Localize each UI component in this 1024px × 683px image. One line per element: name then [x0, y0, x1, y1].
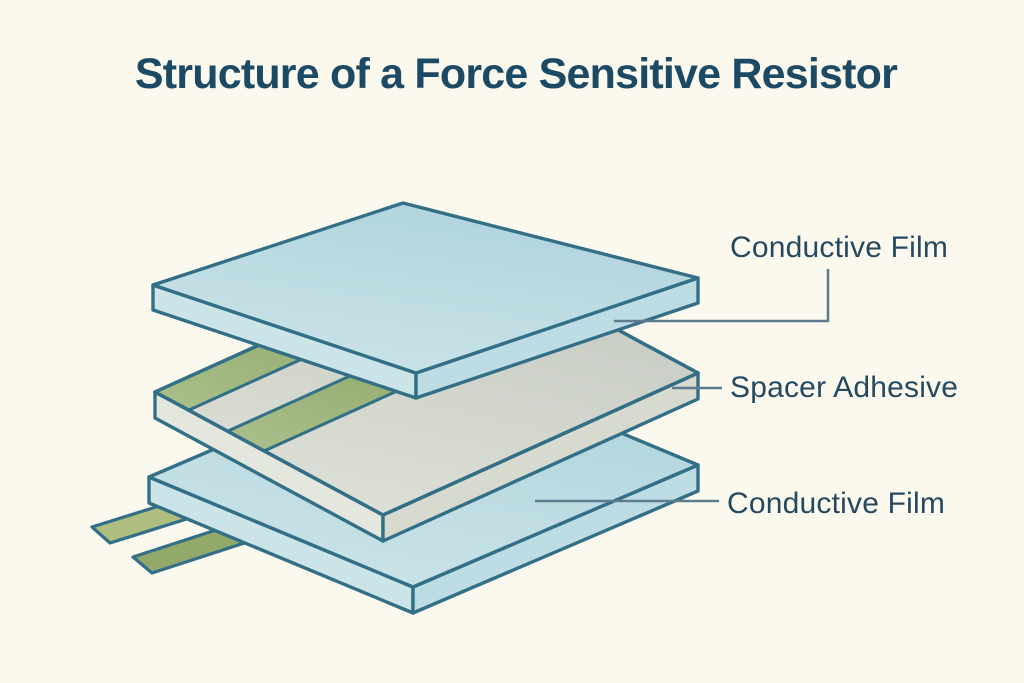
label-conductive-film-top: Conductive Film: [730, 231, 948, 264]
diagram-title: Structure of a Force Sensitive Resistor: [135, 50, 898, 98]
label-conductive-film-bottom: Conductive Film: [727, 487, 945, 520]
layer-top-conductive-film: [151, 201, 700, 400]
label-spacer-adhesive: Spacer Adhesive: [730, 371, 958, 404]
top-film-top-face: [151, 201, 700, 375]
leader-line-conductive-film-top: [614, 269, 830, 323]
